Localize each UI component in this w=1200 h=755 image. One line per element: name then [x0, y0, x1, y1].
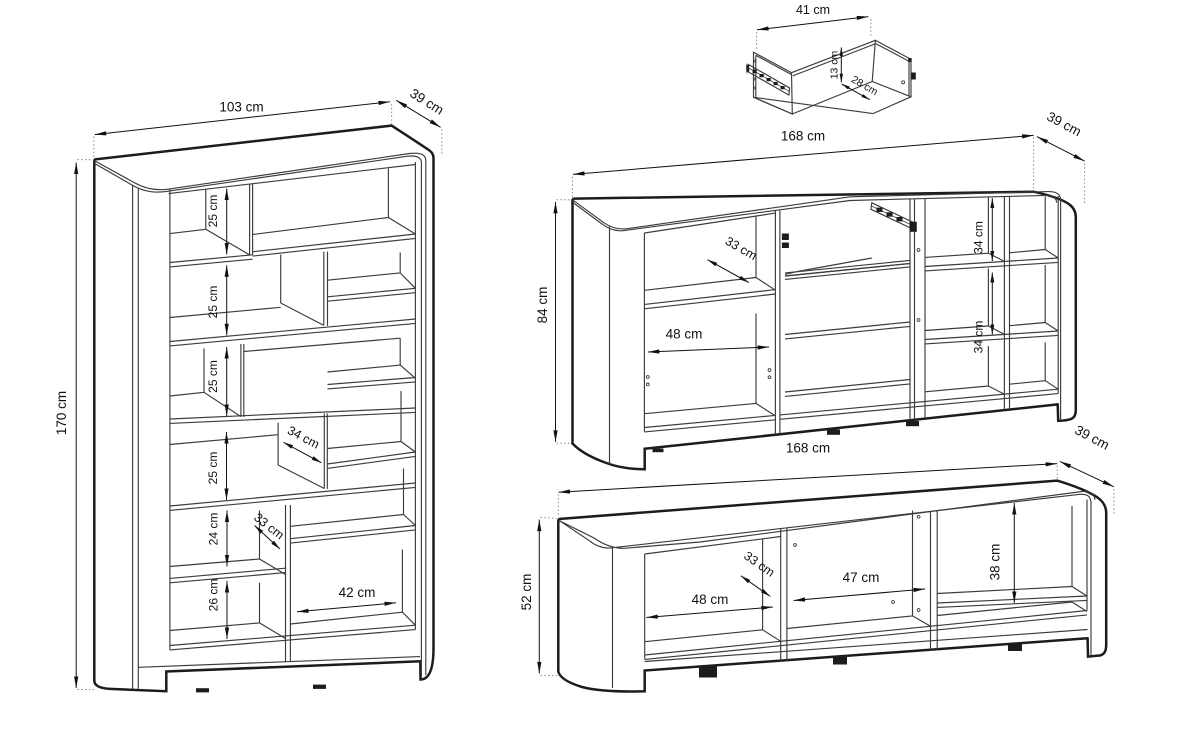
svg-text:48 cm: 48 cm — [692, 592, 729, 607]
svg-text:52 cm: 52 cm — [519, 574, 534, 611]
svg-text:34 cm: 34 cm — [972, 321, 986, 354]
svg-text:168 cm: 168 cm — [786, 441, 830, 456]
svg-text:48 cm: 48 cm — [666, 327, 703, 342]
svg-text:38 cm: 38 cm — [988, 544, 1003, 581]
svg-text:13 cm: 13 cm — [829, 50, 841, 79]
svg-text:168 cm: 168 cm — [781, 129, 825, 144]
svg-text:34 cm: 34 cm — [972, 221, 986, 254]
svg-text:170 cm: 170 cm — [54, 391, 69, 435]
svg-text:41 cm: 41 cm — [796, 3, 830, 17]
svg-text:42 cm: 42 cm — [339, 585, 376, 600]
svg-text:26 cm: 26 cm — [207, 579, 221, 612]
svg-text:25 cm: 25 cm — [206, 452, 220, 485]
svg-text:103 cm: 103 cm — [219, 100, 263, 115]
svg-text:47 cm: 47 cm — [843, 570, 880, 585]
svg-text:25 cm: 25 cm — [206, 286, 220, 319]
svg-text:25 cm: 25 cm — [206, 195, 220, 228]
svg-text:25 cm: 25 cm — [206, 360, 220, 393]
svg-text:84 cm: 84 cm — [535, 287, 550, 324]
svg-text:24 cm: 24 cm — [207, 513, 221, 546]
